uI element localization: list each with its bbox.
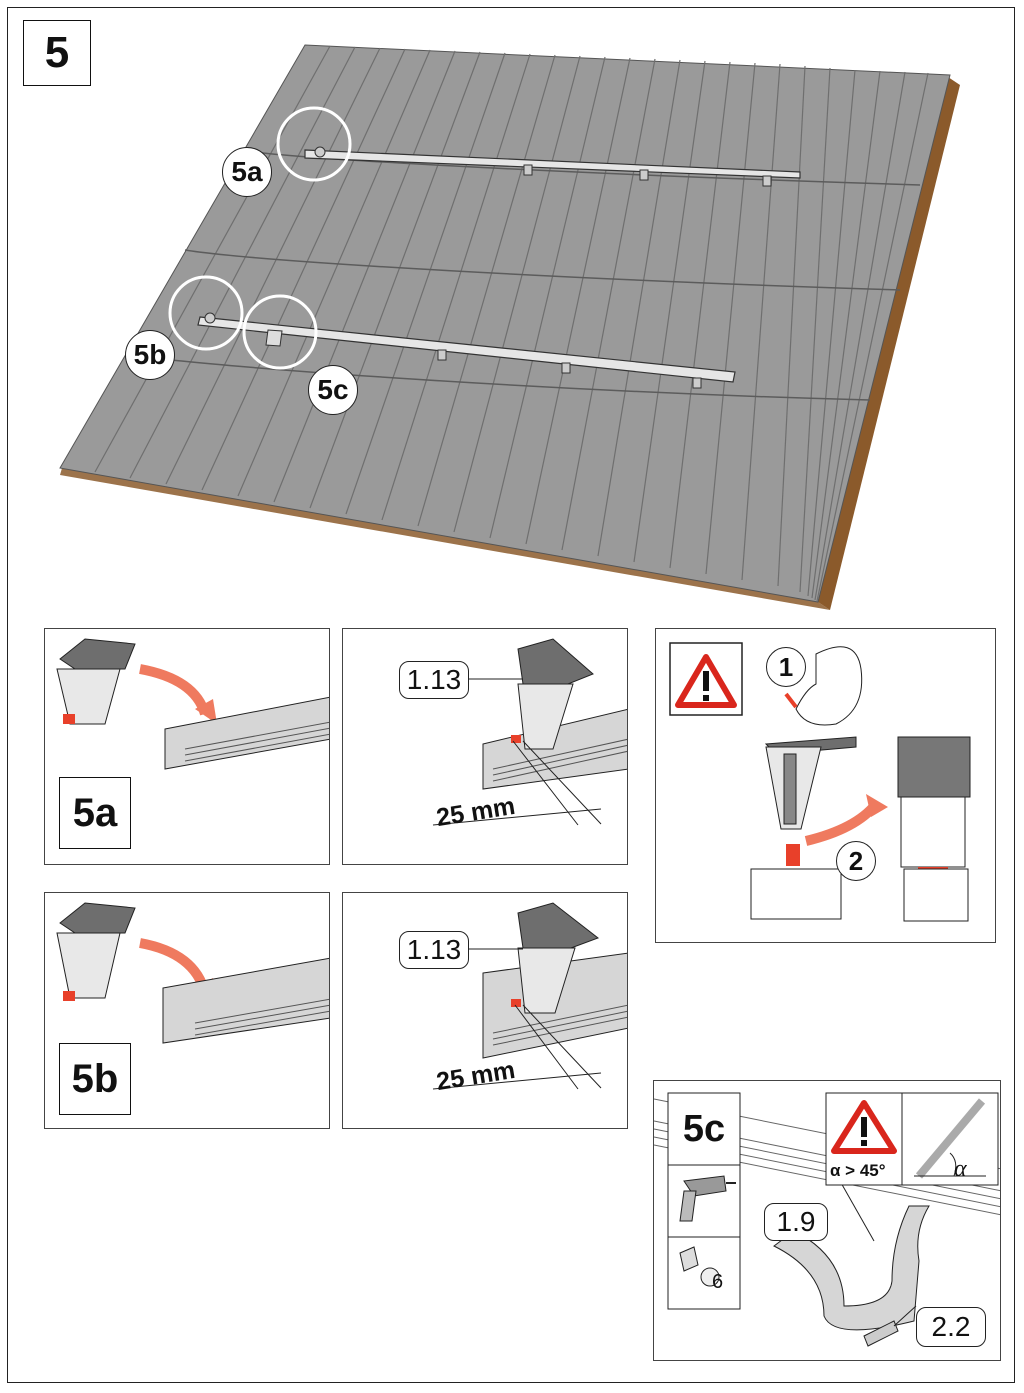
part-1-13-callout: 1.13 <box>399 661 469 699</box>
panel-5b-detail: 1.13 25 mm <box>342 892 628 1129</box>
part-2-2-callout: 2.2 <box>916 1307 986 1347</box>
step-2-marker: 2 <box>836 841 876 881</box>
panel-5b-label: 5b <box>59 1043 131 1115</box>
upper-rail <box>304 146 801 187</box>
panel-5c-label: 5c <box>670 1097 738 1161</box>
panel-5b: 5b <box>44 892 330 1129</box>
lower-rail <box>197 312 736 389</box>
tile-columns <box>94 45 929 602</box>
part-1-9-callout: 1.9 <box>764 1203 828 1241</box>
panel-5a-detail-illustration <box>432 638 627 826</box>
panel-5a: 5a <box>44 628 330 865</box>
step-1-marker: 1 <box>766 647 806 687</box>
socket-icon <box>679 1246 720 1287</box>
panel-5b-illustration <box>56 902 329 1044</box>
step-number: 5 <box>23 20 91 86</box>
panel-5b-detail-illustration <box>432 902 627 1090</box>
callout-5c: 5c <box>308 365 358 415</box>
panel-5c: 5c α > 45° α 6 1.9 2.2 <box>653 1080 1001 1361</box>
highlight-circles <box>168 106 352 370</box>
warning-panel-illustration <box>669 642 971 922</box>
roof-edge-batten <box>818 75 960 610</box>
panel-5a-illustration <box>56 638 329 770</box>
page-frame <box>7 7 1015 1383</box>
callout-5b: 5b <box>125 330 175 380</box>
warning-panel: 1 2 <box>655 628 996 943</box>
roof-overview-illustration <box>59 44 960 610</box>
roof-surface <box>59 44 951 603</box>
drill-icon <box>679 1175 736 1222</box>
panel-5a-label: 5a <box>59 777 131 849</box>
screw-icon <box>863 1305 917 1347</box>
callout-5a: 5a <box>222 147 272 197</box>
part-1-13-callout: 1.13 <box>399 931 469 969</box>
tool-size: 6 <box>712 1271 724 1293</box>
angle-symbol: α <box>954 1156 967 1182</box>
roof-bottom-batten <box>60 468 830 610</box>
panel-5a-detail: 1.13 25 mm <box>342 628 628 865</box>
angle-condition: α > 45° <box>830 1161 886 1180</box>
